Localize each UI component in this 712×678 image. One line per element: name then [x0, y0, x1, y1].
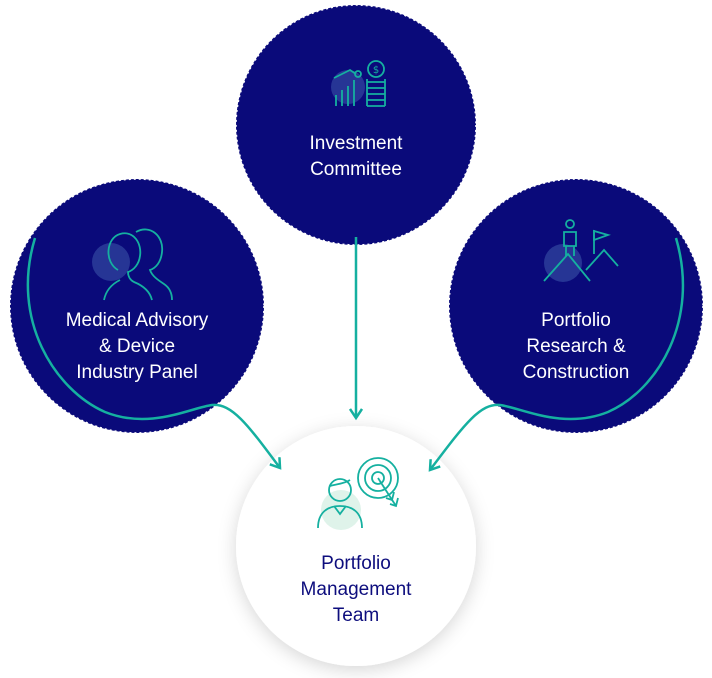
medical-advisory-circle — [9, 178, 265, 434]
portfolio-research-circle — [448, 178, 704, 434]
investment-committee-circle — [235, 4, 477, 246]
people-icon — [92, 228, 173, 301]
investment-committee-label: Investment Committee — [309, 133, 403, 180]
medical-advisory-label: Medical Advisory & Device Industry Panel — [65, 310, 209, 383]
summit-flag-icon — [543, 219, 619, 282]
portfolio-management-label: Portfolio Management Team — [300, 553, 412, 626]
connector-research-to-pmt — [430, 237, 685, 470]
svg-text:$: $ — [373, 65, 379, 76]
chart-coins-icon: $ — [331, 60, 386, 107]
connector-medical-to-pmt — [26, 237, 280, 468]
portfolio-management-circle — [236, 426, 476, 666]
person-target-icon — [317, 457, 399, 530]
portfolio-research-label: Portfolio Research & Construction — [522, 310, 630, 383]
